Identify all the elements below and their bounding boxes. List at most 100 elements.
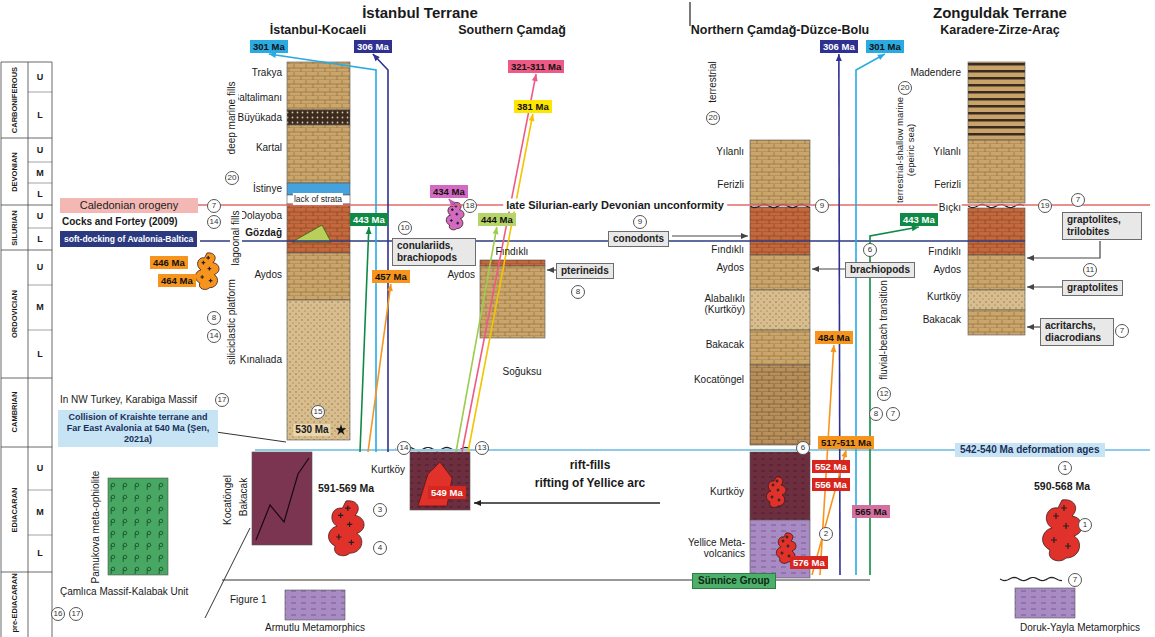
rock-unit xyxy=(750,290,810,330)
karadere-column xyxy=(968,62,1025,335)
pluton-cross xyxy=(1063,523,1069,529)
facies-note: deep marine fills xyxy=(226,80,238,157)
formation-name: Yılanlı xyxy=(932,146,962,158)
age-tag: 549 Ma xyxy=(428,486,466,499)
epoch-letter: U xyxy=(37,71,44,83)
epoch-boundary xyxy=(28,330,52,331)
callout-number: 14 xyxy=(207,215,221,229)
pluton-cross xyxy=(206,256,210,260)
pluton-body xyxy=(195,253,219,290)
arrow-head xyxy=(474,500,481,506)
event-box: soft-docking of Avalonia-Baltica xyxy=(60,231,197,247)
node-text: conodonts xyxy=(613,233,664,245)
epoch-letter: L xyxy=(37,233,43,245)
kocatongel-column xyxy=(252,452,312,545)
node-text: 457 Ma xyxy=(375,271,407,282)
formation-name: Aydos xyxy=(446,269,476,281)
rock-unit xyxy=(1015,588,1075,618)
callout-number: 8 xyxy=(571,285,585,299)
pluton-symbol xyxy=(1043,500,1082,561)
callout-number: 20 xyxy=(898,81,912,95)
node-text: 321-311 Ma xyxy=(511,61,561,72)
arrow-head xyxy=(547,267,554,273)
epoch-letter: U xyxy=(37,462,44,474)
callout-number: 16 xyxy=(51,607,65,621)
age-tag: 552 Ma xyxy=(812,460,850,473)
rock-unit xyxy=(287,110,350,125)
arrow-head xyxy=(387,284,393,291)
epoch-boundary xyxy=(28,228,52,229)
rock-unit xyxy=(287,62,350,110)
unconformity-line xyxy=(1000,577,1062,580)
guide-line xyxy=(765,580,870,581)
pluton-cross xyxy=(776,480,779,483)
formation-name: Büyükada xyxy=(237,112,283,124)
epoch-boundary xyxy=(28,92,52,93)
callout-number: 10 xyxy=(398,221,412,235)
southern-column xyxy=(480,260,545,338)
rock-unit xyxy=(285,590,345,620)
pluton-cross xyxy=(345,506,350,511)
pluton-symbol xyxy=(766,477,786,508)
callout-number: 2 xyxy=(819,527,833,541)
facies-note: Bakacak xyxy=(238,476,250,518)
callout-number: 7 xyxy=(1068,573,1082,587)
pluton-cross xyxy=(1053,513,1059,519)
formation-name: Yılanlı xyxy=(715,146,745,158)
formation-name: Bıçkı xyxy=(938,202,962,214)
arrow-head xyxy=(911,225,918,231)
age-line xyxy=(449,199,455,206)
pluton-cross xyxy=(1065,543,1071,549)
callout-number: 11 xyxy=(1083,263,1097,277)
pluton-cross xyxy=(209,279,213,283)
unit-label: Doruk-Yayla Metamorphics xyxy=(1020,622,1140,634)
callout-number: 6 xyxy=(796,441,810,455)
guide-line xyxy=(672,235,748,236)
facies-note: Kocatöngel xyxy=(222,473,234,527)
formation-name: Yellice Meta-volcanics xyxy=(665,537,745,559)
age-line xyxy=(368,284,391,452)
node-text: 565 Ma xyxy=(855,506,887,517)
pluton-cross xyxy=(771,496,774,499)
pluton-cross xyxy=(347,522,352,527)
callout-number: 9 xyxy=(815,199,829,213)
age-line xyxy=(870,227,919,575)
formation-name: Trakya xyxy=(251,67,283,79)
age-tag: 381 Ma xyxy=(514,100,552,113)
formation-name: Aydos xyxy=(932,264,962,276)
node-text: 443 Ma xyxy=(903,214,935,225)
formation-name: Aydos xyxy=(715,262,745,274)
pluton-cross xyxy=(455,213,458,216)
formation-name: Fındıklı xyxy=(927,246,962,258)
callout-number: 6 xyxy=(863,243,877,257)
node-text: 446 Ma xyxy=(153,257,185,268)
column-title: Southern Çamdağ xyxy=(458,23,566,38)
age-tag: 464 Ma xyxy=(158,274,196,287)
facies-note: Pamukova meta-ophiolite xyxy=(90,469,102,586)
unit-box: Sünnice Group xyxy=(692,573,776,589)
epoch-letter: U xyxy=(37,144,44,156)
rock-unit xyxy=(108,478,168,575)
rock-unit xyxy=(287,204,350,253)
callout-number: 17 xyxy=(69,607,83,621)
callout-number: 14 xyxy=(207,329,221,343)
pluton-cross xyxy=(777,489,780,492)
reference-text: Cocks and Fortey (2009) xyxy=(62,216,178,228)
facies-note: fluvial-beach transition xyxy=(878,278,890,382)
age-note: 530 Ma xyxy=(293,424,330,436)
column-title: Karadere-Zirze-Araç xyxy=(940,23,1060,38)
formation-name: Ferizli xyxy=(933,179,962,191)
formation-name: Bakacak xyxy=(705,339,745,351)
epoch-letter: L xyxy=(37,547,43,559)
rock-unit xyxy=(750,520,810,578)
formation-name: Bakacak xyxy=(922,314,962,326)
guide-line xyxy=(222,580,692,581)
age-tag: 306 Ma xyxy=(820,40,858,53)
age-label: 590-568 Ma xyxy=(1034,480,1090,492)
formation-name: Kurtköy xyxy=(370,464,406,476)
gozdag-wedge xyxy=(292,225,331,242)
age-tag: 517-511 Ma xyxy=(818,436,874,449)
